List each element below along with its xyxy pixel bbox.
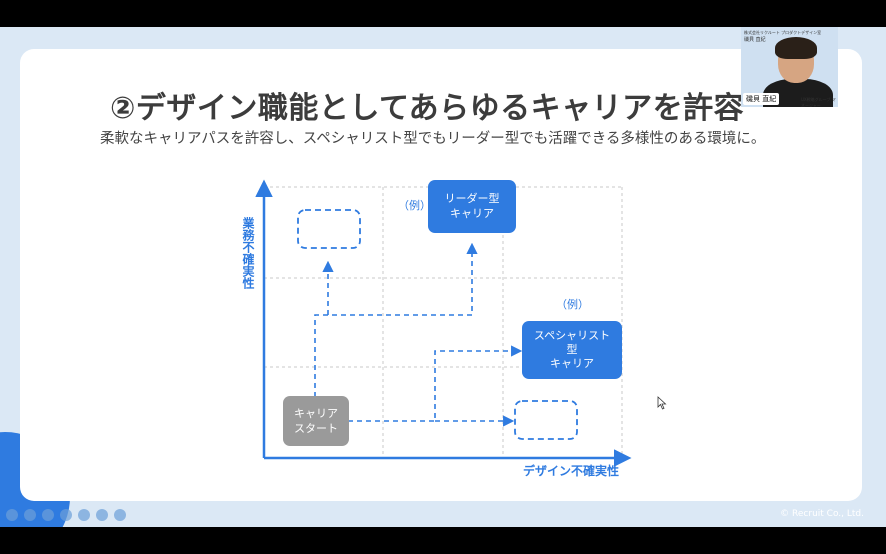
career-diagram: 業務不確実性 デザイン不確実性 （例） リーダー型 キャリア （例） スペシャリ…: [241, 179, 632, 478]
y-axis-label: 業務不確実性: [241, 216, 255, 290]
webcam-top-name: 磯貝 直紀: [744, 37, 766, 43]
leader-career-box: [428, 180, 516, 233]
webcam-overlay: 株式会社リクルート プロダクトデザイン室 磯貝 直紀 磯貝 直紀 UX戦略グルー…: [741, 27, 838, 107]
presentation-toolbar: [6, 509, 126, 521]
leader-career-label-1: リーダー型: [445, 191, 500, 205]
empty-career-box-top: [297, 209, 361, 249]
grid-icon[interactable]: [96, 509, 108, 521]
career-start-label-2: スタート: [294, 422, 338, 435]
prev-icon[interactable]: [6, 509, 18, 521]
copyright: © Recruit Co., Ltd.: [780, 509, 864, 519]
leader-career-label-2: キャリア: [450, 207, 494, 220]
slide-subtitle: 柔軟なキャリアパスを許容し、スペシャリスト型でもリーダー型でも活躍できる多様性の…: [100, 131, 766, 147]
career-paths: [314, 242, 523, 427]
more-icon[interactable]: [114, 509, 126, 521]
specialist-career-label-2: 型: [567, 342, 578, 356]
slide-title: ②デザイン職能としてあらゆるキャリアを許容: [110, 91, 745, 126]
next-icon[interactable]: [24, 509, 36, 521]
x-axis-label: デザイン不確実性: [523, 463, 619, 478]
speaker-hair: [775, 37, 817, 59]
zoom-icon[interactable]: [78, 509, 90, 521]
specialist-career-label-1: スペシャリスト: [534, 329, 610, 342]
webcam-side-text: UX戦略グループ マネージャー: [801, 97, 836, 107]
mouse-cursor-icon: [657, 396, 667, 410]
empty-career-box-right: [514, 400, 578, 440]
pointer-icon[interactable]: [60, 509, 72, 521]
webcam-header-text: 株式会社リクルート プロダクトデザイン室: [744, 30, 822, 35]
example-label-leader: （例）: [398, 198, 431, 212]
slide: ②デザイン職能としてあらゆるキャリアを許容 柔軟なキャリアパスを許容し、スペシャ…: [20, 49, 862, 501]
speaker-nameplate: 磯貝 直紀: [743, 93, 780, 105]
example-label-specialist: （例）: [556, 297, 589, 311]
specialist-career-box: [522, 321, 622, 379]
specialist-career-label-3: キャリア: [550, 357, 594, 370]
career-start-box: [283, 396, 349, 446]
presentation-screen: ②デザイン職能としてあらゆるキャリアを許容 柔軟なキャリアパスを許容し、スペシャ…: [0, 27, 886, 527]
career-start-label-1: キャリア: [294, 407, 338, 420]
pen-icon[interactable]: [42, 509, 54, 521]
